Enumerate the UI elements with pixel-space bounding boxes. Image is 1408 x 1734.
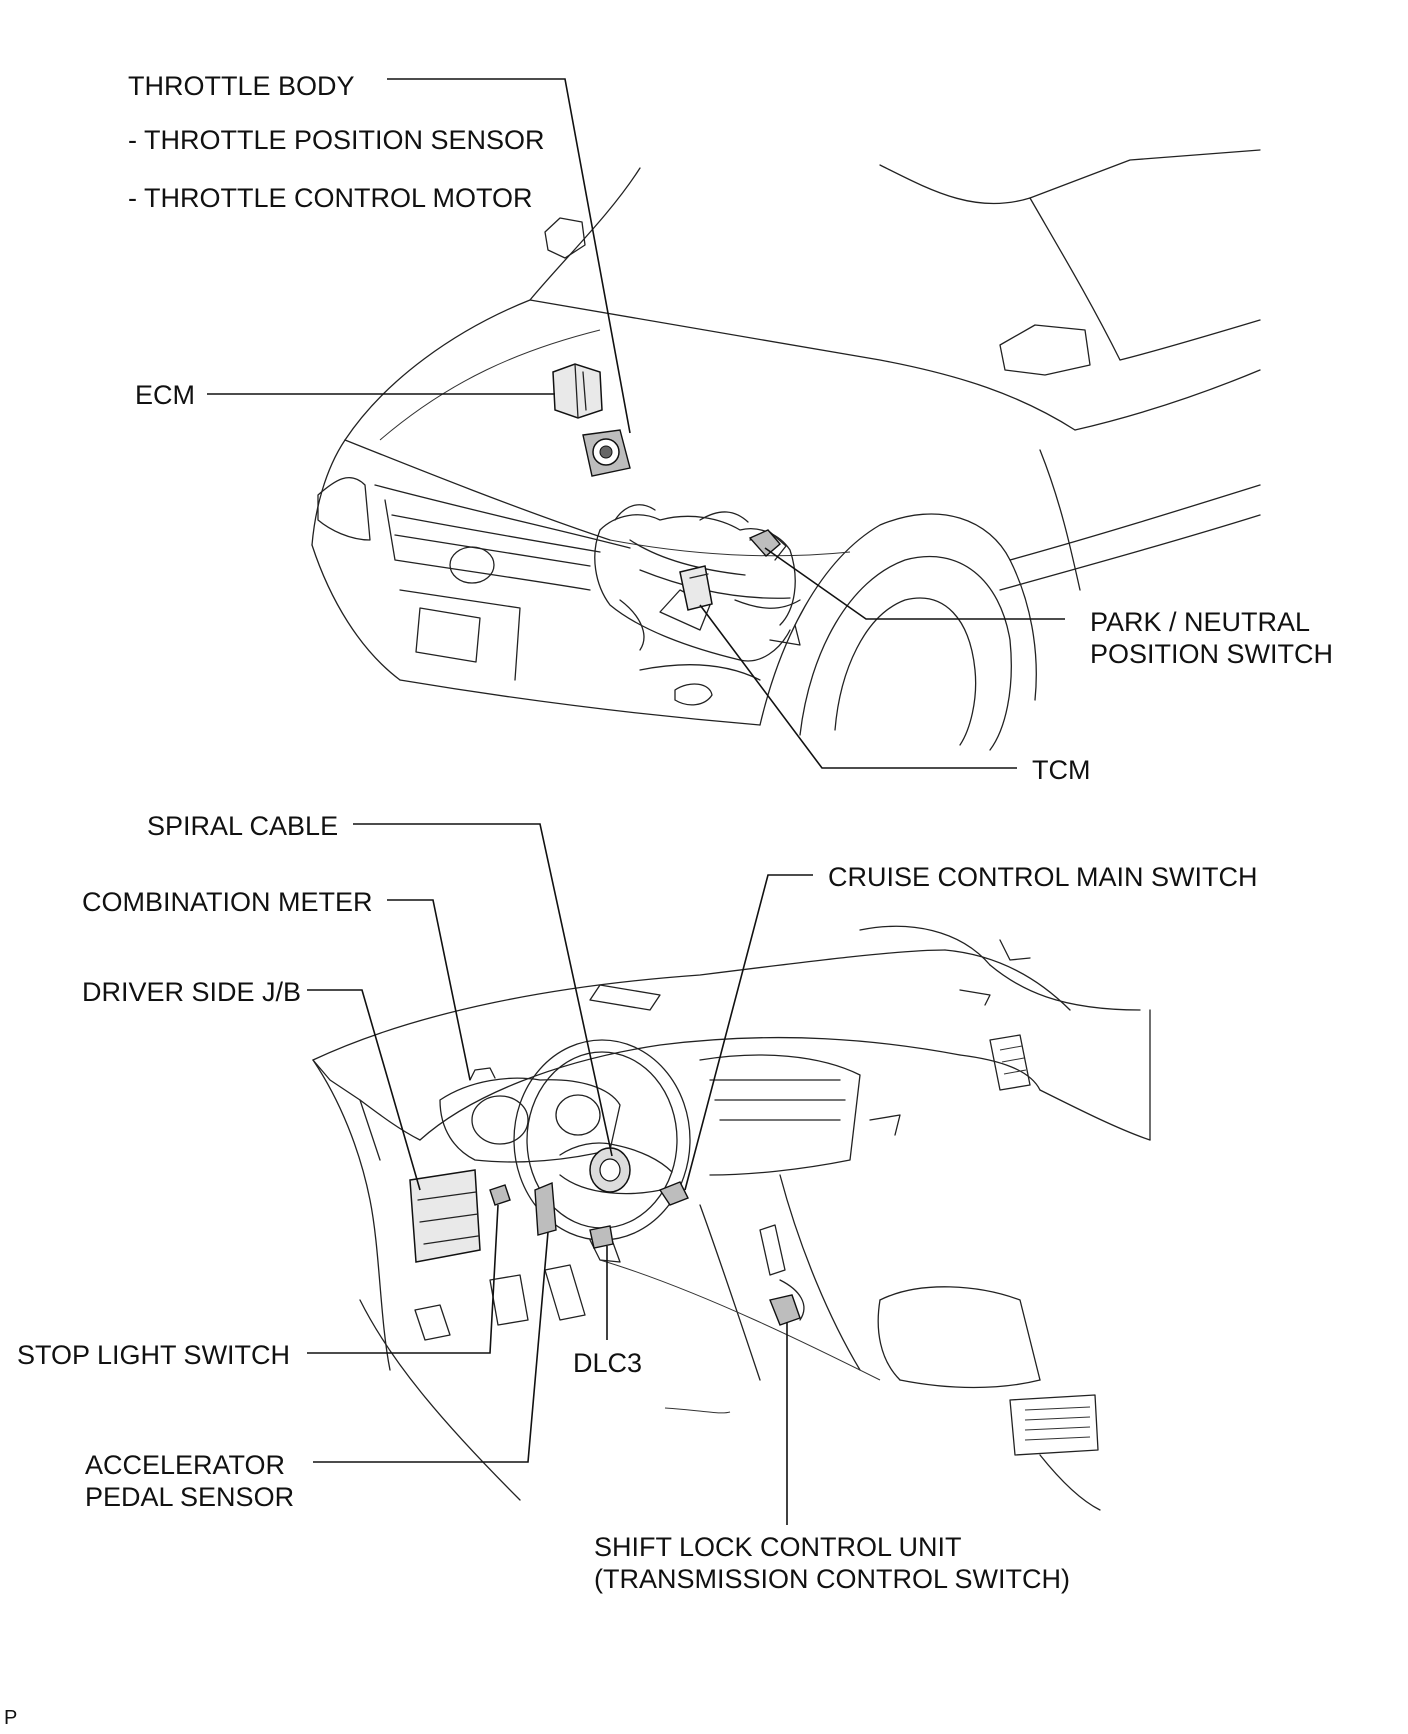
- label-throttle-control-motor: - THROTTLE CONTROL MOTOR: [128, 183, 533, 213]
- label-park-neutral-position-switch: PARK / NEUTRAL POSITION SWITCH: [1090, 606, 1333, 670]
- label-stop-light-switch: STOP LIGHT SWITCH: [17, 1340, 291, 1370]
- throttle-body-part: [582, 429, 631, 477]
- leader-lines: [207, 78, 1065, 1525]
- label-dlc3: DLC3: [573, 1348, 643, 1378]
- label-shift-lock-control-unit: SHIFT LOCK CONTROL UNIT (TRANSMISSION CO…: [594, 1531, 1070, 1595]
- label-tcm: TCM: [1032, 755, 1091, 785]
- label-ecm: ECM: [135, 380, 195, 410]
- vehicle-interior-illustration: [312, 925, 1151, 1511]
- label-shift-lock-line1: SHIFT LOCK CONTROL UNIT: [594, 1532, 962, 1562]
- label-park-neutral-line1: PARK / NEUTRAL: [1090, 607, 1311, 637]
- label-spiral-cable: SPIRAL CABLE: [147, 811, 339, 841]
- label-combination-meter: COMBINATION METER: [82, 887, 373, 917]
- label-accelerator-pedal-sensor: ACCELERATOR PEDAL SENSOR: [85, 1449, 294, 1513]
- label-throttle-position-sensor: - THROTTLE POSITION SENSOR: [128, 125, 545, 155]
- label-cruise-control-main-switch: CRUISE CONTROL MAIN SWITCH: [828, 862, 1258, 892]
- ecm-part: [552, 363, 603, 419]
- label-throttle-body: THROTTLE BODY: [128, 71, 355, 101]
- transmission-assembly: [594, 504, 801, 662]
- label-accelerator-line1: ACCELERATOR: [85, 1450, 286, 1480]
- vehicle-front-illustration: [311, 149, 1261, 751]
- label-park-neutral-line2: POSITION SWITCH: [1090, 639, 1333, 669]
- corner-mark: P: [4, 1707, 18, 1729]
- label-accelerator-line2: PEDAL SENSOR: [85, 1482, 295, 1512]
- label-driver-side-jb: DRIVER SIDE J/B: [82, 977, 302, 1007]
- label-shift-lock-line2: (TRANSMISSION CONTROL SWITCH): [594, 1564, 1070, 1594]
